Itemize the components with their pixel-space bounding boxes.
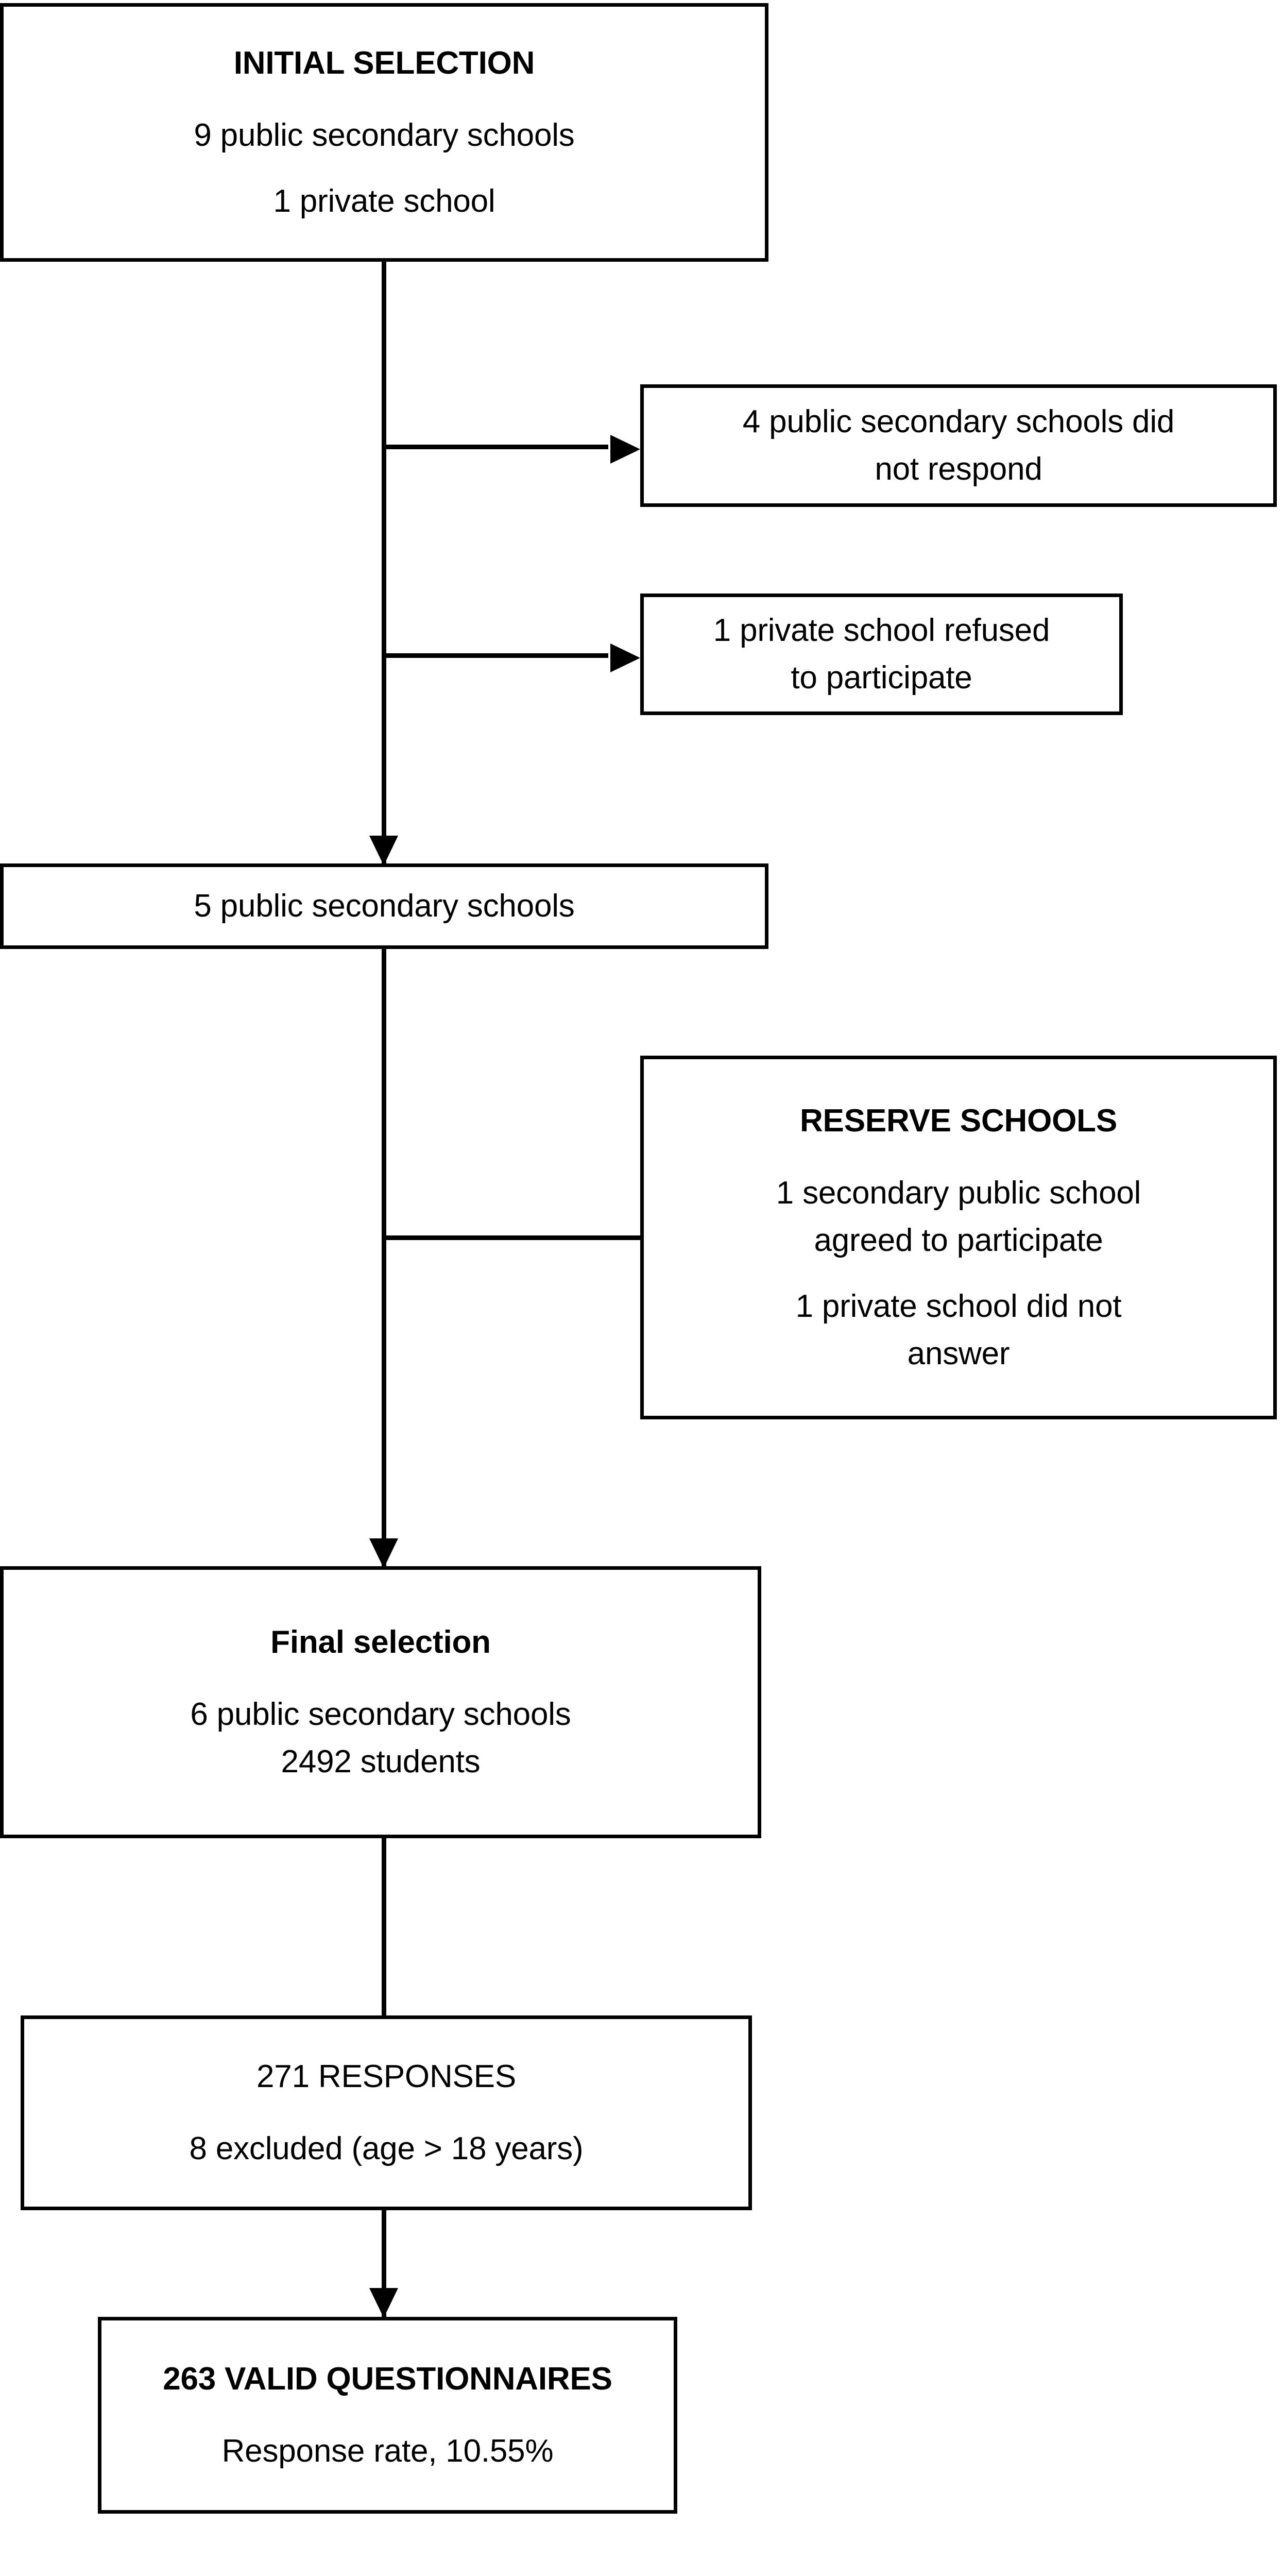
node-reserve-schools-line-1: 1 secondary public school [776, 1175, 1141, 1211]
node-reserve-schools-line-2: agreed to participate [814, 1222, 1103, 1258]
node-valid-questionnaires: 263 VALID QUESTIONNAIRES Response rate, … [98, 2317, 677, 2514]
arrowhead-right-icon-to-refused [610, 643, 640, 672]
connector-initial-to-no-respond-horizontal [382, 445, 608, 449]
node-reserve-schools-heading: RESERVE SCHOOLS [799, 1103, 1117, 1139]
node-no-respond-line-1: 4 public secondary schools did [742, 403, 1175, 439]
node-valid-questionnaires-line-1: Response rate, 10.55% [221, 2433, 554, 2469]
connector-initial-to-refused-horizontal [382, 653, 608, 658]
node-initial-selection-line-2: 1 private school [273, 183, 495, 219]
node-refused-line-1: 1 private school refused [713, 612, 1050, 648]
connector-five-to-final-vertical [382, 949, 386, 1567]
node-reserve-schools: RESERVE SCHOOLS 1 secondary public schoo… [640, 1056, 1277, 1419]
arrowhead-down-icon-to-five-public [369, 836, 398, 866]
connector-responses-to-valid-vertical [382, 2210, 386, 2318]
node-five-public-line-1: 5 public secondary schools [194, 888, 575, 924]
node-reserve-schools-line-4: answer [907, 1336, 1010, 1372]
node-final-selection-line-2: 2492 students [281, 1744, 481, 1780]
arrowhead-right-icon-to-no-respond [610, 435, 640, 464]
node-initial-selection-line-1: 9 public secondary schools [194, 117, 575, 153]
connector-five-to-reserve-horizontal [382, 1235, 642, 1240]
node-initial-selection-heading: INITIAL SELECTION [233, 45, 535, 81]
node-initial-selection: INITIAL SELECTION 9 public secondary sch… [0, 3, 768, 262]
node-no-respond: 4 public secondary schools did not respo… [640, 384, 1277, 507]
node-responses: 271 RESPONSES 8 excluded (age > 18 years… [21, 2015, 752, 2210]
node-final-selection-line-1: 6 public secondary schools [190, 1696, 571, 1732]
node-final-selection: Final selection 6 public secondary schoo… [0, 1566, 761, 1838]
arrowhead-down-icon-to-valid-questionnaires [369, 2288, 398, 2318]
node-responses-line-1: 8 excluded (age > 18 years) [189, 2131, 584, 2166]
node-responses-heading: 271 RESPONSES [256, 2058, 516, 2094]
node-no-respond-line-2: not respond [875, 451, 1042, 487]
node-five-public-secondary-schools: 5 public secondary schools [0, 863, 768, 949]
arrowhead-down-icon-to-final-selection [369, 1538, 398, 1568]
node-final-selection-heading: Final selection [270, 1624, 491, 1660]
connector-initial-to-five-vertical [382, 262, 386, 865]
node-valid-questionnaires-heading: 263 VALID QUESTIONNAIRES [163, 2361, 612, 2397]
connector-final-to-responses-vertical [382, 1838, 386, 2016]
node-reserve-schools-line-3: 1 private school did not [795, 1289, 1122, 1325]
node-refused: 1 private school refused to participate [640, 594, 1123, 715]
node-refused-line-2: to participate [791, 660, 972, 696]
